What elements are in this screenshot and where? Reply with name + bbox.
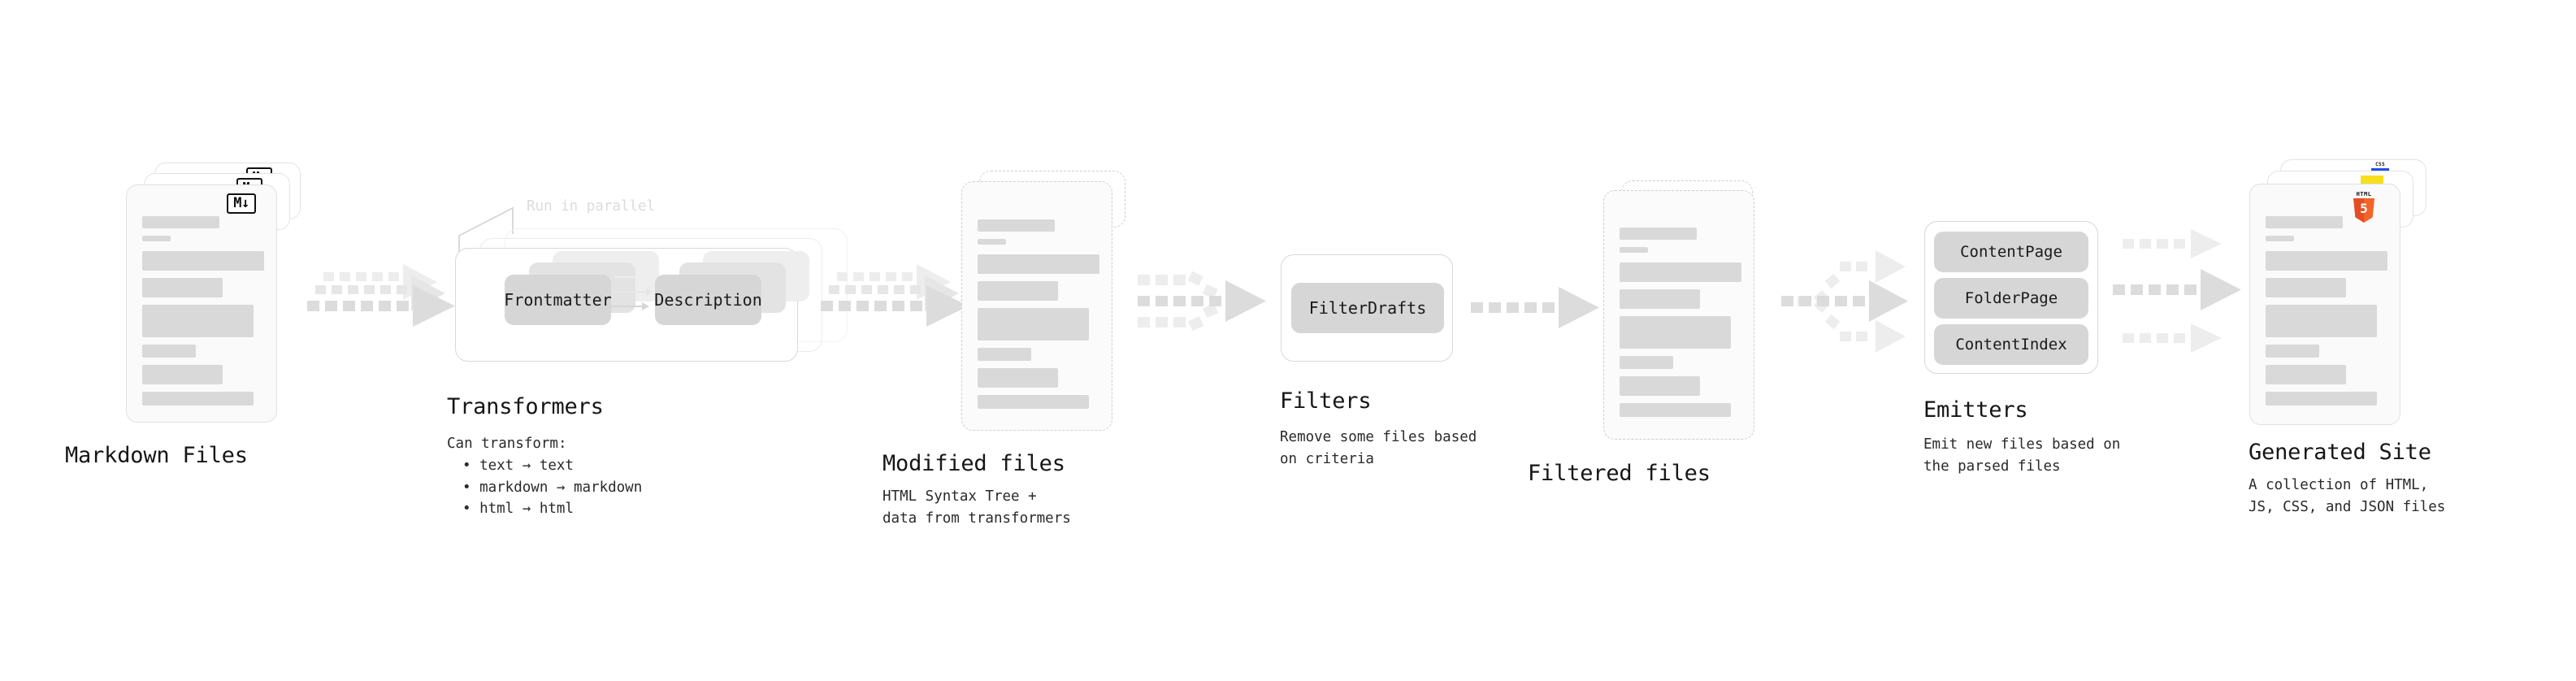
transformer-bullet: • text → text [462,458,574,474]
file-skeleton-bars [142,216,264,413]
skeleton-bar [1620,403,1731,417]
stage-title-filters: Filters [1280,388,1372,414]
markdown-file-stack: M↓ M↓ M↓ [126,163,301,423]
markdown-icon: M↓ [227,193,256,214]
stage-title-markdown-files: Markdown Files [65,443,248,468]
skeleton-bar [2266,345,2319,358]
file-skeleton-bars [2266,216,2387,413]
stage-generated-site: CSS HTML 5 Genera [2249,159,2445,515]
emitter-chip-folderpage[interactable]: FolderPage [1934,278,2088,319]
stage-modified-files: Modified files HTML Syntax Tree + data f… [883,171,1136,527]
skeleton-bar [1620,228,1697,240]
arrow-markdown-to-transformers [307,264,462,344]
skeleton-bar [142,392,254,406]
generated-file-stack: CSS HTML 5 [2249,159,2432,427]
skeleton-bar [978,219,1055,232]
stage-filtered-files: Filtered files [1528,180,1778,486]
filtered-file-stack [1603,180,1778,440]
skeleton-bar [2266,392,2377,406]
skeleton-bar [978,254,1099,274]
modified-file-stack [961,171,1136,431]
css-icon: CSS [2371,163,2389,171]
skeleton-bar [978,239,1006,245]
emitter-chip-contentpage[interactable]: ContentPage [1934,232,2088,272]
skeleton-bar [142,216,219,228]
skeleton-bar [142,365,223,384]
skeleton-bar [2266,365,2346,384]
skeleton-bar [2266,278,2346,297]
skeleton-bar [2266,216,2343,228]
skeleton-bar [142,236,171,241]
skeleton-bar [978,308,1089,340]
skeleton-bar [142,278,223,297]
transformer-bullets: • text → text • markdown → markdown • ht… [462,455,642,520]
run-in-parallel-label: Run in parallel [527,198,656,215]
skeleton-bar [142,251,264,271]
arrow-emitters-to-site [2113,228,2267,382]
arrow-transformers-to-modified [821,264,975,344]
stage-title-filtered-files: Filtered files [1528,461,1711,486]
skeleton-bar [142,305,254,337]
skeleton-bar [2266,251,2387,271]
html5-icon-label: HTML [2356,191,2372,197]
skeleton-bar [1620,262,1741,282]
skeleton-bar [2266,305,2377,337]
skeleton-bar [978,395,1089,409]
stage-caption-modified-files: HTML Syntax Tree + data from transformer… [883,488,1071,527]
html5-icon-digit: 5 [2360,201,2368,216]
file-skeleton-bars [978,219,1099,416]
html5-icon: HTML 5 [2353,192,2374,223]
filter-chip-filterdrafts[interactable]: FilterDrafts [1291,283,1444,333]
stage-title-transformers: Transformers [447,394,604,419]
stage-caption-filters: Remove some files based on criteria [1280,429,1477,467]
arrow-filtered-to-emitters [1780,244,1926,366]
file-skeleton-bars [1620,228,1741,424]
stage-caption-generated-site: A collection of HTML, JS, CSS, and JSON … [2249,477,2446,515]
skeleton-bar [1620,316,1731,349]
css-icon-bar [2371,168,2389,171]
stage-title-modified-files: Modified files [883,451,1065,476]
stage-title-emitters: Emitters [1923,397,2028,423]
skeleton-bar [1620,376,1700,396]
transformer-inner-arrows [605,271,674,336]
skeleton-bar [1620,289,1700,309]
transformer-chip-frontmatter[interactable]: Frontmatter [504,275,612,325]
arrow-filters-to-filtered [1471,287,1601,341]
stage-title-generated-site: Generated Site [2249,440,2431,465]
transformer-bullet: • markdown → markdown [462,479,643,496]
stage-caption-transformers: Can transform: [447,436,567,452]
skeleton-bar [1620,247,1648,253]
skeleton-bar [978,368,1058,388]
skeleton-bar [978,281,1058,301]
skeleton-bar [1620,356,1673,369]
arrow-modified-to-filters [1136,262,1299,351]
stage-markdown-files: M↓ M↓ M↓ Markdown Files [65,163,301,468]
skeleton-bar [978,348,1031,361]
stage-caption-emitters: Emit new files based on the parsed files [1923,436,2121,475]
css-icon-label: CSS [2375,162,2385,167]
skeleton-bar [2266,236,2294,241]
emitter-chip-contentindex[interactable]: ContentIndex [1934,324,2088,365]
transformer-chip-description[interactable]: Description [654,275,762,325]
transformer-bullet: • html → html [462,501,574,518]
skeleton-bar [142,345,196,358]
